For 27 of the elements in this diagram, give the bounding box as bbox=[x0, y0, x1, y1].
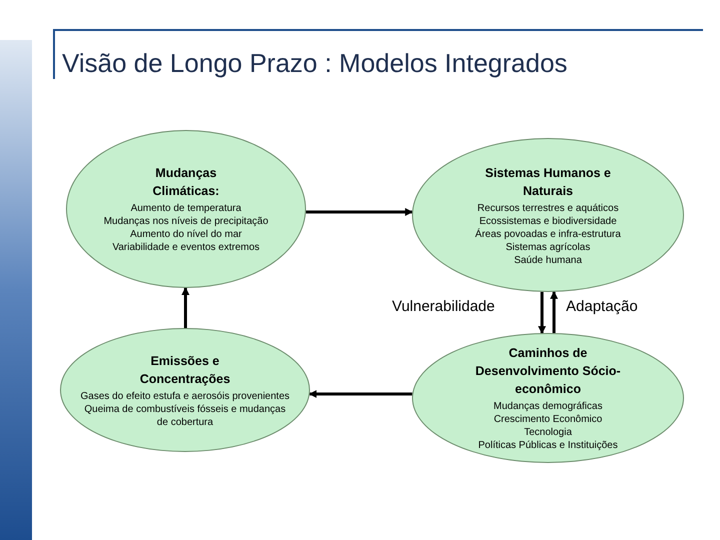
node-text: Áreas povoadas e infra-estrutura bbox=[475, 228, 621, 240]
node-text: Saúde humana bbox=[514, 254, 582, 266]
arrow bbox=[306, 208, 414, 216]
node-heading: Mudanças Climáticas: bbox=[152, 165, 220, 200]
node-text: Gases do efeito estufa e aerosóis provenientes bbox=[80, 390, 290, 402]
arrow bbox=[550, 290, 558, 334]
node-text: Ecossistemas e biodiversidade bbox=[479, 214, 617, 228]
node-text: Mudanças nos níveis de precipitação bbox=[104, 215, 268, 228]
node-heading: Caminhos de Desenvolvimento Sócio-econômico bbox=[474, 345, 622, 398]
node-text: Mudanças demográficas bbox=[494, 400, 602, 413]
node-text: Aumento de temperatura bbox=[130, 202, 242, 215]
node-text: Aumento do nível do mar bbox=[130, 228, 242, 241]
node-text: Crescimento Econômico bbox=[494, 413, 602, 426]
node-text: Variabilidade e eventos extremos bbox=[112, 241, 260, 254]
node-text: Recursos terrestres e aquáticos bbox=[477, 202, 619, 214]
node-text: Políticas Públicas e Instituições bbox=[478, 439, 618, 452]
node-heading: Sistemas Humanos e Naturais bbox=[484, 164, 612, 200]
edge-label: Adaptação bbox=[566, 297, 638, 317]
node-text: Sistemas agrícolas bbox=[506, 240, 590, 254]
node-text: Queima de combustíveis fósseis e mudanças de cobertura bbox=[83, 402, 287, 428]
arrow bbox=[182, 287, 190, 328]
arrow bbox=[308, 390, 412, 398]
title: Visão de Longo Prazo : Modelos Integrados bbox=[62, 47, 568, 80]
node-text: Tecnologia bbox=[524, 426, 572, 439]
arrow bbox=[538, 292, 546, 334]
edge-label: Vulnerabilidade bbox=[392, 297, 495, 317]
node-heading: Emissões e Concentrações bbox=[138, 352, 232, 388]
